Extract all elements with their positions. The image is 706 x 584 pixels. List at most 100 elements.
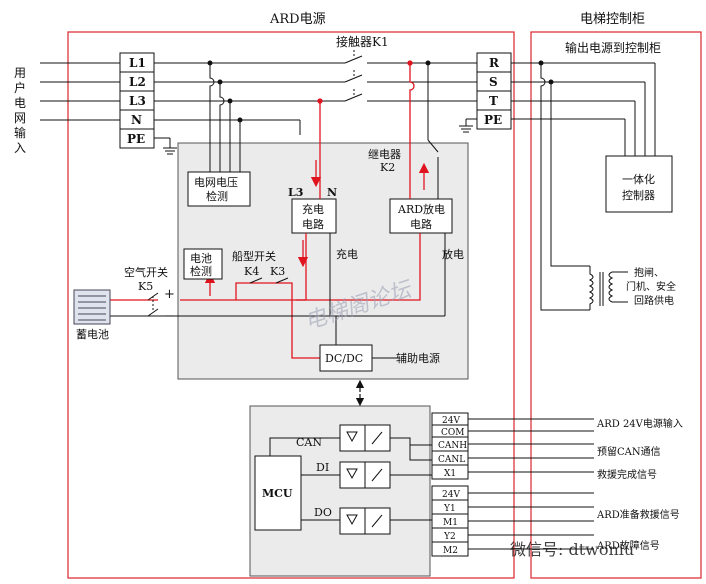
ground-symbol-left (154, 137, 177, 155)
label-do: DO (314, 506, 332, 519)
io-m1: M1 (443, 518, 458, 528)
label-di: DI (316, 461, 329, 474)
transformer (588, 266, 628, 310)
dcdc-label: DC/DC (325, 352, 363, 365)
io-com: COM (441, 428, 464, 438)
terminal-l1: L1 (129, 56, 146, 70)
io-canl: CANL (438, 455, 465, 465)
relay-name: 继电器 (368, 148, 401, 161)
main-bus (154, 50, 477, 135)
charge-line2: 电路 (302, 218, 324, 231)
grid-detect-line2: 检测 (206, 189, 228, 203)
mcu-block (254, 455, 302, 531)
flow-arrows (204, 160, 430, 296)
output-terminals: R S T PE (476, 52, 512, 130)
terminal-l3: L3 (129, 94, 146, 108)
battery-detect-line2: 检测 (190, 264, 212, 278)
terminal-pe-out: PE (484, 113, 502, 127)
label-l3: L3 (288, 186, 303, 199)
svg-text:门机、安全: 门机、安全 (626, 280, 676, 293)
controller-line2: 控制器 (622, 188, 655, 202)
ard-title: ARD电源 (269, 12, 326, 27)
charge-line1: 充电 (302, 202, 324, 216)
cabinet-title: 电梯控制柜 (580, 12, 645, 27)
label-plus: + (164, 287, 175, 302)
battery-detect-line1: 电池 (190, 252, 212, 265)
io-y1: Y1 (443, 504, 456, 514)
label-k3: K3 (270, 265, 285, 278)
grid-detect-line1: 电网电压 (194, 176, 238, 189)
discharge-line2: 电路 (410, 218, 432, 231)
label-boat-switch: 船型开关 (232, 249, 276, 263)
terminal-r: R (489, 56, 500, 70)
signal-fault: ARD故障信号 (596, 539, 660, 552)
io-24v-top: 24V (442, 416, 460, 426)
label-k5: K5 (138, 280, 153, 293)
svg-text:网: 网 (14, 111, 26, 125)
grid-input-label: 用 户 电 网 输 入 (14, 66, 26, 155)
io-24v-bottom: 24V (442, 490, 460, 500)
charge-block (291, 198, 337, 234)
input-wires (40, 62, 120, 121)
io-terminals-top: 24V COM CANH CANL X1 (431, 412, 469, 480)
grid-detect-block (187, 171, 251, 207)
signal-lines (468, 418, 594, 550)
battery-detect-block (183, 248, 223, 280)
relay-k2 (425, 60, 439, 199)
io-terminals-bottom: 24V Y1 M1 Y2 M2 (431, 485, 469, 557)
label-minus: − (164, 309, 175, 324)
io-x1: X1 (444, 469, 456, 479)
io-y2: Y2 (443, 532, 456, 542)
signal-rescue-ready: ARD准备救援信号 (596, 508, 680, 521)
svg-text:电: 电 (14, 96, 26, 110)
signal-rescue-done: 救援完成信号 (597, 468, 657, 481)
label-aux-power: 辅助电源 (396, 351, 440, 365)
label-discharging: 放电 (442, 247, 464, 261)
terminal-pe: PE (127, 132, 145, 146)
watermark-wechat: 微信号: dtwoniu (510, 540, 634, 559)
input-terminals: L1 L2 L3 N PE (119, 52, 155, 149)
svg-text:入: 入 (14, 141, 26, 155)
grid-detect-taps (207, 60, 243, 172)
terminal-n: N (131, 113, 142, 127)
air-switch-k5 (147, 292, 159, 317)
controller-line1: 一体化 (622, 172, 655, 186)
label-air-switch: 空气开关 (124, 265, 168, 279)
ard-frame (67, 31, 515, 579)
signal-can: 预留CAN通信 (597, 445, 661, 458)
label-can: CAN (296, 436, 322, 449)
contactor-label: 接触器K1 (336, 34, 389, 49)
label-charging: 充电 (336, 247, 358, 261)
label-battery: 蓄电池 (76, 328, 109, 341)
ground-symbol-right (459, 118, 477, 133)
svg-text:抱闸、: 抱闸、 (634, 266, 664, 279)
discharge-line1: ARD放电 (397, 202, 445, 216)
optocouplers (339, 424, 391, 535)
terminal-l2: L2 (129, 75, 146, 89)
battery-icon (73, 289, 111, 325)
mcu-links (269, 437, 432, 521)
svg-text:用: 用 (14, 66, 26, 80)
svg-text:回路供电: 回路供电 (634, 294, 674, 307)
terminal-s: S (489, 75, 498, 89)
negative-bus (110, 233, 446, 359)
boat-switch (249, 277, 289, 284)
mcu-label: MCU (262, 487, 293, 500)
output-wires (511, 60, 656, 311)
terminal-t: T (489, 94, 498, 108)
discharge-block (389, 198, 453, 234)
brake-supply-label: 抱闸、 门机、安全 回路供电 (626, 266, 676, 307)
io-canh: CANH (438, 441, 467, 451)
io-m2: M2 (443, 546, 458, 556)
label-n: N (327, 186, 337, 199)
controller-block (605, 155, 673, 213)
cabinet-frame (530, 31, 702, 579)
signal-ard24v: ARD 24V电源输入 (596, 417, 683, 430)
svg-text:户: 户 (14, 80, 26, 95)
relay-id: K2 (380, 161, 395, 174)
cabinet-subtitle: 输出电源到控制柜 (565, 40, 661, 55)
dcdc-block (319, 344, 373, 372)
svg-text:输: 输 (14, 125, 26, 140)
label-k4: K4 (244, 265, 259, 278)
